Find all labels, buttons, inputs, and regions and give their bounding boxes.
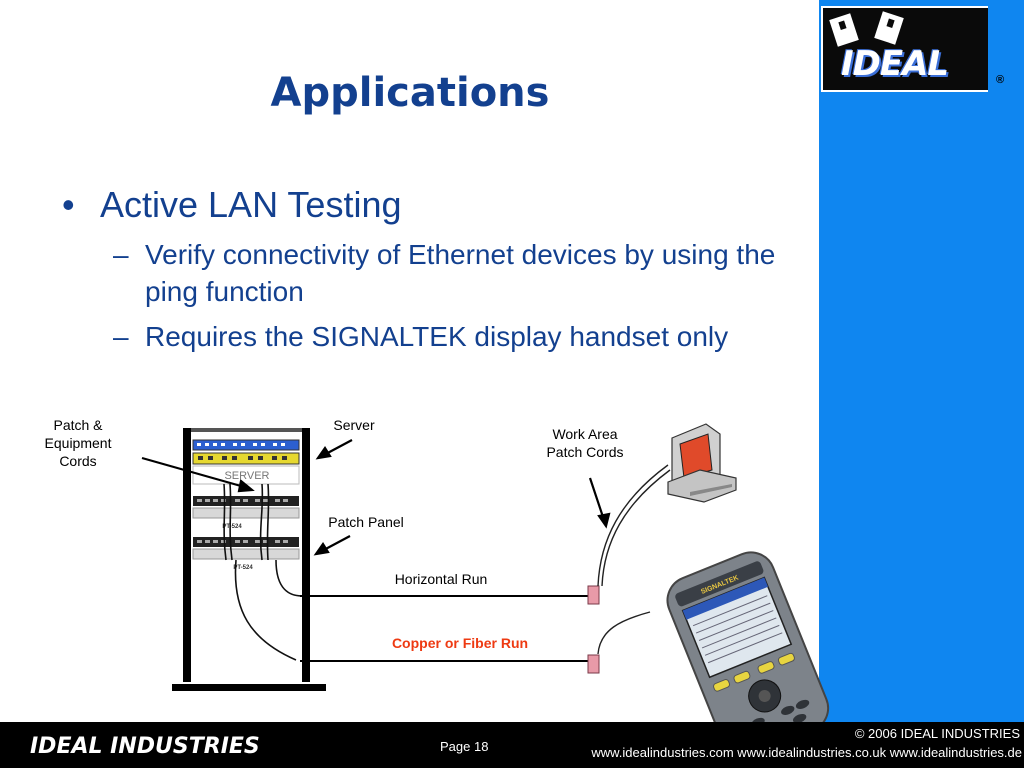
- horizontal-runs: [300, 595, 588, 662]
- pointer-lines: [141, 439, 611, 556]
- label-copper-or-fiber-run: Copper or Fiber Run: [391, 635, 529, 651]
- patch-panel-1: PT-524: [192, 496, 300, 530]
- label-server: Server: [333, 417, 375, 433]
- wall-outlets: [587, 585, 600, 674]
- ideal-logo: IDEAL ®: [821, 6, 1011, 92]
- slide-title: Applications: [270, 70, 550, 116]
- sub-bullet-text: Requires the SIGNALTEK display handset o…: [145, 321, 729, 352]
- patch-panel-1-label: PT-524: [222, 524, 242, 530]
- side-band: [819, 0, 1024, 722]
- label-line: Patch &: [53, 417, 103, 433]
- sub-bullet-marker: –: [113, 239, 129, 270]
- footer-urls: www.idealindustries.com www.idealindustr…: [591, 745, 1022, 760]
- sub-bullet-text: Verify connectivity of Ethernet devices …: [145, 239, 776, 307]
- logo-wordmark: IDEAL: [841, 44, 949, 84]
- registered-mark: ®: [996, 74, 1005, 86]
- bullet-text: Active LAN Testing: [100, 184, 402, 225]
- label-line: Patch Cords: [546, 444, 624, 460]
- server-unit-label: SERVER: [224, 470, 269, 482]
- logo-tool-icon: [829, 11, 904, 47]
- footer-company-name: IDEAL INDUSTRIES: [30, 734, 260, 759]
- label-horizontal-run: Horizontal Run: [394, 571, 488, 587]
- label-line: Work Area: [552, 426, 618, 442]
- footer: IDEAL INDUSTRIES Page 18 © 2006 IDEAL IN…: [0, 722, 1024, 768]
- signaltek-handset-icon: SIGNALTEK: [666, 551, 830, 758]
- work-area-cords: [597, 464, 671, 655]
- label-patch-equipment-cords: Patch & Equipment Cords: [28, 416, 128, 470]
- page-number: Page 18: [440, 739, 489, 754]
- label-line: Equipment: [44, 435, 112, 451]
- patch-panel-2: PT-524: [192, 537, 300, 571]
- label-patch-panel: Patch Panel: [328, 514, 404, 530]
- rack-patch-cords: [223, 483, 303, 661]
- bullet-marker: •: [62, 184, 75, 225]
- copyright-notice: © 2006 IDEAL INDUSTRIES: [854, 726, 1020, 741]
- patch-panel-2-label: PT-524: [233, 565, 253, 571]
- label-line: Cords: [59, 453, 97, 469]
- computer-icon: [667, 423, 737, 503]
- sub-bullet-marker: –: [113, 321, 129, 352]
- label-work-area-patch-cords: Work Area Patch Cords: [528, 425, 642, 461]
- logo-box: IDEAL: [821, 6, 988, 92]
- rack: [172, 428, 326, 691]
